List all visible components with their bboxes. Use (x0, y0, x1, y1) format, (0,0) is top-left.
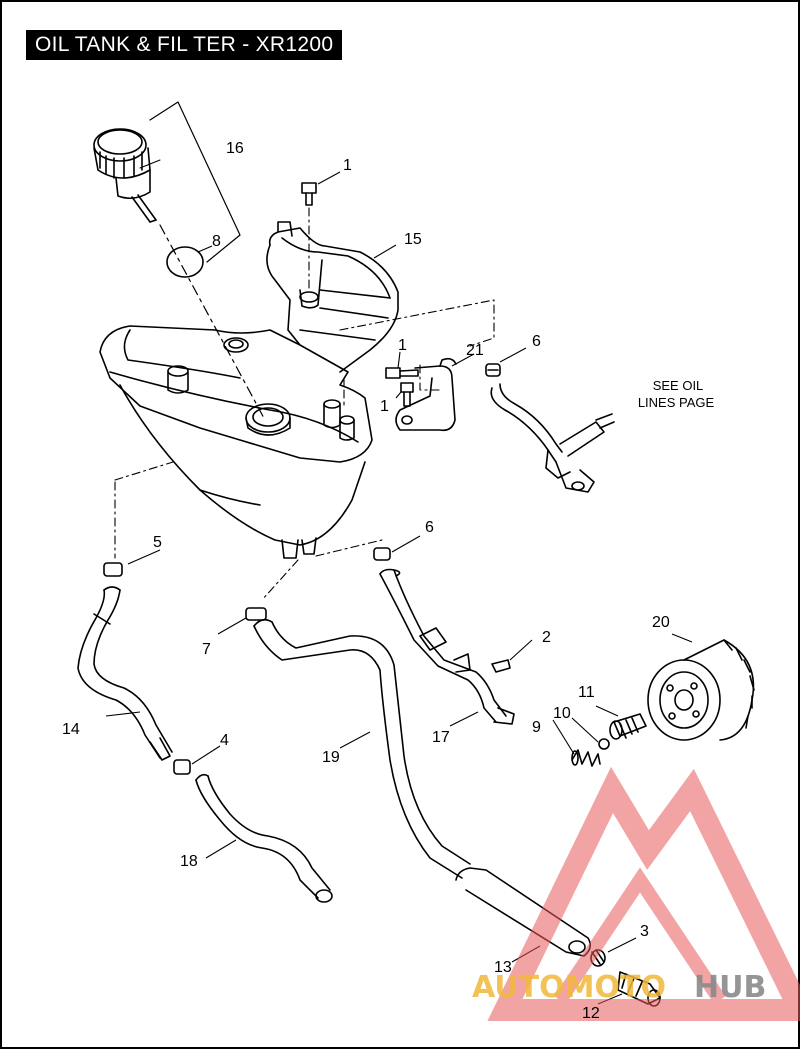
callout-6-lower: 6 (425, 519, 434, 536)
oil-tank (99, 221, 399, 559)
spring (571, 749, 601, 767)
see-oil-lines-note-line2: LINES PAGE (638, 395, 715, 410)
callout-3: 3 (640, 923, 649, 940)
callout-11: 11 (578, 684, 595, 701)
hose-17 (379, 568, 515, 725)
diagram-title: OIL TANK & FIL TER - XR1200 (26, 30, 343, 60)
callout-13: 13 (494, 959, 512, 976)
watermark-text-automoto: AUTOMOTO (472, 970, 666, 1005)
callout-2: 2 (542, 629, 551, 646)
watermark-logo (487, 766, 800, 1021)
hose-clamp-5 (103, 562, 123, 577)
bolt-bracket-upper (385, 367, 419, 379)
watermark-text-hub: HUB (694, 970, 766, 1005)
callout-7: 7 (202, 641, 211, 658)
callout-17: 17 (432, 729, 450, 746)
hose-18 (195, 773, 333, 903)
hose-14 (77, 586, 173, 761)
callout-20: 20 (652, 614, 670, 631)
dipstick-cap (93, 128, 157, 223)
callout-6-upper: 6 (532, 333, 541, 350)
hose-clamp-lower (373, 547, 391, 561)
hose-19 (253, 618, 471, 879)
hose-clamp-4 (173, 759, 191, 775)
mount-bracket (395, 357, 457, 432)
callout-1-bracket-upper: 1 (398, 337, 407, 354)
check-ball (598, 738, 610, 750)
callout-10: 10 (553, 705, 571, 722)
hose-clamp-7 (245, 607, 267, 621)
callout-5: 5 (153, 534, 162, 551)
callout-8: 8 (212, 233, 221, 250)
filter-adapter (609, 713, 647, 740)
callout-15: 15 (404, 231, 422, 248)
callout-9: 9 (532, 719, 541, 736)
hose-clamp-upper (485, 363, 501, 377)
oil-filter (647, 639, 755, 741)
callout-4: 4 (220, 732, 229, 749)
callout-14: 14 (62, 721, 80, 738)
bolt-bracket-lower (400, 382, 414, 407)
fitting-2 (491, 659, 511, 673)
callout-1-top: 1 (343, 157, 352, 174)
callout-16: 16 (226, 140, 244, 157)
callout-12: 12 (582, 1005, 600, 1022)
bolt-top (301, 182, 317, 206)
callout-21: 21 (466, 342, 484, 359)
callout-1-bracket-lower: 1 (380, 398, 389, 415)
callout-19: 19 (322, 749, 340, 766)
callout-18: 18 (180, 853, 198, 870)
o-ring (166, 246, 204, 278)
see-oil-lines-note-line1: SEE OIL (653, 378, 704, 393)
